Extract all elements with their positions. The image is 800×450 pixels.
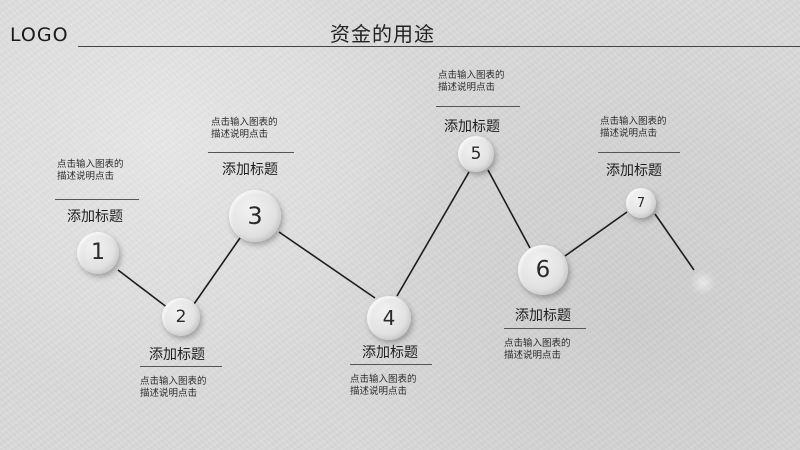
connector-3-4 xyxy=(278,231,376,299)
node-2-description: 点击输入图表的 描述说明点击 xyxy=(140,376,207,399)
node-2-label: 添加标题 xyxy=(149,347,205,363)
node-7-rule xyxy=(598,152,680,153)
node-5-number: 5 xyxy=(470,143,482,164)
node-1-label: 添加标题 xyxy=(67,209,123,225)
node-1-rule xyxy=(55,199,139,200)
connector-7-end xyxy=(654,213,695,271)
node-6-label: 添加标题 xyxy=(515,308,571,324)
logo: LOGO xyxy=(10,24,69,46)
connector-1-2 xyxy=(117,269,169,309)
node-4: 4 xyxy=(367,296,411,340)
node-6-description: 点击输入图表的 描述说明点击 xyxy=(504,338,571,361)
node-3-rule xyxy=(208,152,294,153)
node-6-rule xyxy=(504,328,586,329)
node-2-rule xyxy=(140,366,222,367)
node-1-description: 点击输入图表的 描述说明点击 xyxy=(57,159,124,182)
node-3-description: 点击输入图表的 描述说明点击 xyxy=(211,117,278,140)
node-3: 3 xyxy=(229,190,281,242)
node-5-rule xyxy=(436,106,520,107)
node-2-number: 2 xyxy=(175,306,187,327)
connector-4-5 xyxy=(396,171,470,297)
node-4-rule xyxy=(350,364,432,365)
end-dot xyxy=(690,270,716,296)
page-title: 资金的用途 xyxy=(330,22,435,46)
node-7: 7 xyxy=(626,188,656,218)
node-6-number: 6 xyxy=(535,256,551,283)
node-4-description: 点击输入图表的 描述说明点击 xyxy=(350,374,417,397)
connector-5-6 xyxy=(487,169,531,249)
node-3-number: 3 xyxy=(247,202,263,230)
node-6: 6 xyxy=(518,245,568,295)
node-1-number: 1 xyxy=(91,240,105,265)
connector-2-3 xyxy=(193,237,241,305)
node-5: 5 xyxy=(458,136,494,172)
node-2: 2 xyxy=(162,298,200,336)
connector-6-7 xyxy=(564,211,628,257)
node-5-label: 添加标题 xyxy=(444,119,500,135)
title-underline xyxy=(78,46,800,47)
node-7-label: 添加标题 xyxy=(606,163,662,179)
node-4-label: 添加标题 xyxy=(362,345,418,361)
node-7-number: 7 xyxy=(636,195,646,211)
node-5-description: 点击输入图表的 描述说明点击 xyxy=(438,70,505,93)
node-3-label: 添加标题 xyxy=(222,162,278,178)
node-1: 1 xyxy=(77,232,119,274)
node-4-number: 4 xyxy=(382,306,396,330)
node-7-description: 点击输入图表的 描述说明点击 xyxy=(600,116,667,139)
